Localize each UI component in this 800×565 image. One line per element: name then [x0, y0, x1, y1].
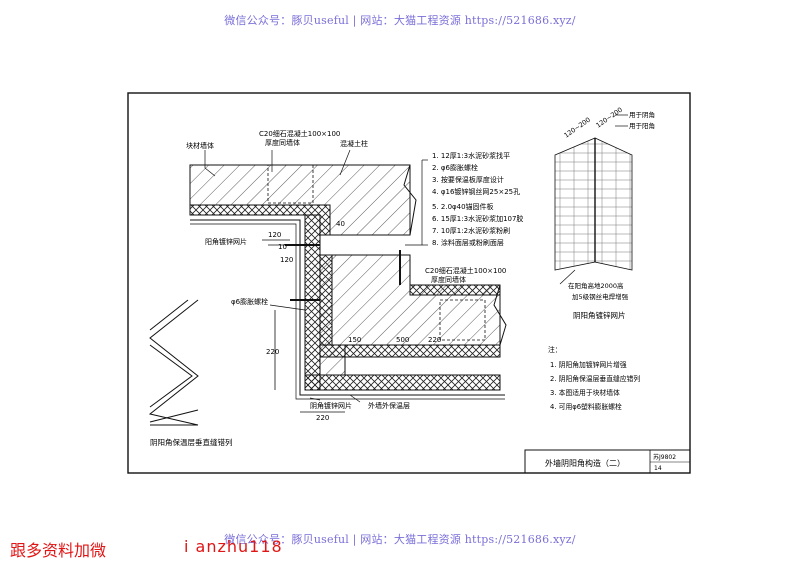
title-block-title: 外墙阴阳角构造（二） — [545, 458, 625, 468]
dim-top-a: 120~200 — [563, 116, 592, 140]
layer-item: 1. 12厚1:3水泥砂浆找平 — [432, 151, 510, 160]
inset-caption: 阴阳角保温层垂直缝错列 — [150, 437, 233, 447]
title-block: 外墙阴阳角构造（二） 苏J9802 14 — [524, 449, 691, 474]
callout-weld: 加5级钢丝电焊增强 — [572, 292, 629, 301]
label-anchor: φ6膨胀螺栓 — [231, 297, 268, 306]
dim-220-horizontal: 220 — [316, 414, 329, 422]
watermark-top: 微信公众号：豚贝useful | 网站：大猫工程资源 https://52168… — [224, 14, 576, 27]
dim-40: 40 — [336, 220, 345, 228]
label-inner-mesh: 阴角镀锌网片 — [310, 401, 352, 410]
dim-500: 500 — [396, 336, 409, 344]
corner-mesh-caption: 阴阳角镀锌网片 — [573, 310, 626, 320]
layer-item: 7. 10厚1:2水泥砂浆粉刷 — [432, 226, 510, 235]
dim-120a: 120 — [268, 231, 281, 239]
label-strip-height-2: 厚度同墙体 — [431, 275, 466, 284]
notes-title: 注： — [548, 345, 562, 354]
dim-10: 10 — [278, 243, 287, 251]
note-item: 3. 本图适用于块材墙体 — [550, 388, 620, 397]
overlay-text-left: 跟多资料加微 — [10, 541, 107, 560]
label-outer-mesh: 阳角镀锌网片 — [205, 237, 247, 246]
dim-220-c: 220 — [428, 336, 441, 344]
dim-120b: 120 — [280, 256, 293, 264]
dim-220-vertical: 220 — [266, 348, 279, 356]
corner-mesh — [554, 137, 633, 271]
label-concrete-strip: C20细石混凝土100×100 — [259, 129, 340, 138]
main-section — [189, 164, 507, 413]
callout-height: 在阳角高地2000高 — [568, 281, 624, 290]
note-item: 4. 可用φ6塑料膨胀螺栓 — [550, 402, 622, 411]
overlay-text-right: i anzhu118 — [184, 537, 283, 556]
watermark-bottom: 微信公众号：豚贝useful | 网站：大猫工程资源 https://52168… — [224, 533, 576, 546]
title-block-page: 14 — [654, 465, 662, 472]
layer-item: 4. φ16镀锌钢丝网25×25孔 — [432, 187, 520, 196]
inset-zigzag — [148, 299, 199, 426]
label-insulation: 外墙外保温层 — [368, 401, 410, 410]
label-concrete-strip-2: C20细石混凝土100×100 — [425, 266, 506, 275]
layer-item: 3. 按要保温板厚度设计 — [432, 175, 504, 184]
leader-lines — [204, 149, 428, 403]
notes: 注： 1. 阴阳角加镀锌网片增强 2. 阴阳角保温层垂直缝应错列 3. 本图适用… — [548, 345, 640, 411]
note-item: 2. 阴阳角保温层垂直缝应错列 — [550, 374, 640, 383]
label-brick-wall: 块材墙体 — [186, 141, 214, 150]
label-concrete-column: 混凝土柱 — [340, 139, 368, 148]
callout-inner-corner: 用于阴角 — [629, 110, 655, 119]
drawing-frame — [127, 92, 691, 474]
layer-item: 6. 15厚1:3水泥砂浆加107胶 — [432, 214, 523, 223]
note-item: 1. 阴阳角加镀锌网片增强 — [550, 360, 627, 369]
layer-item: 8. 涂料面层或粉刷面层 — [432, 238, 504, 247]
layer-item: 2. φ6膨胀螺栓 — [432, 163, 478, 172]
callout-outer-corner: 用于阳角 — [629, 121, 655, 130]
label-strip-height: 厚度同墙体 — [265, 138, 300, 147]
title-block-code: 苏J9802 — [653, 453, 676, 461]
dim-150: 150 — [348, 336, 361, 344]
layer-list: 1. 12厚1:3水泥砂浆找平 2. φ6膨胀螺栓 3. 按要保温板厚度设计 4… — [432, 151, 523, 247]
layer-item: 5. 2.0φ40锚固件板 — [432, 202, 494, 211]
